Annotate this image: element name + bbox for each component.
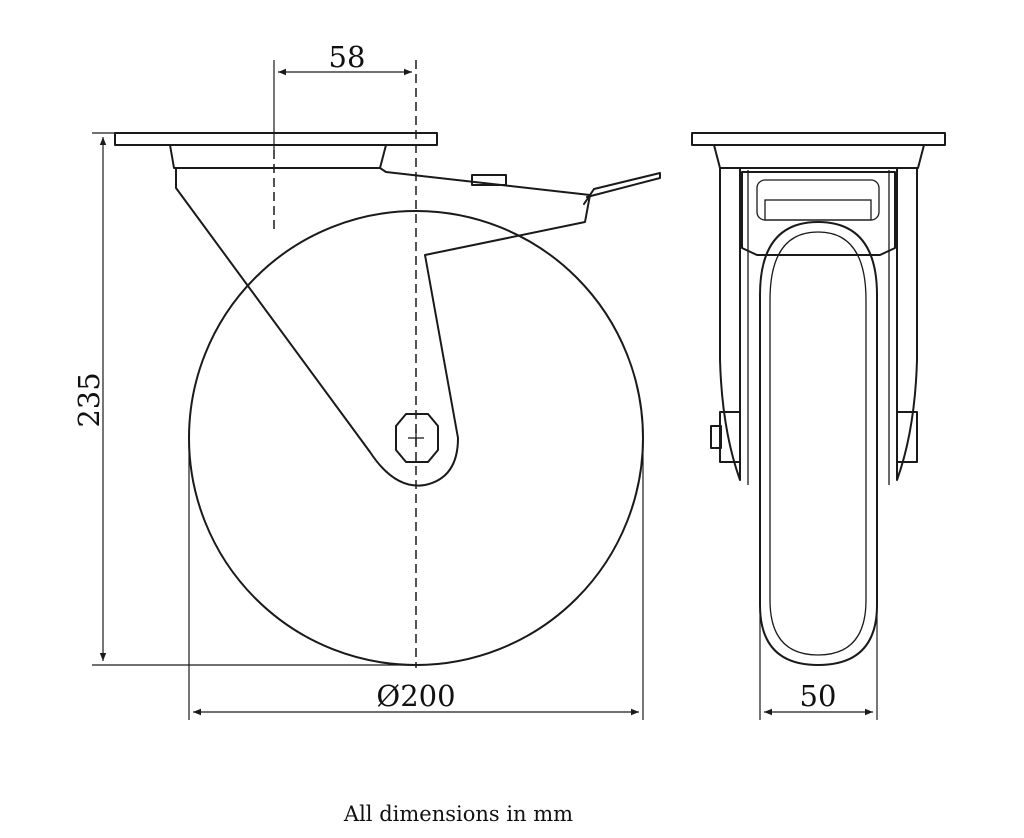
front-fork (719, 167, 918, 481)
front-brake (741, 171, 896, 256)
front-housing (713, 144, 925, 169)
diameter-label: Ø200 (376, 679, 455, 713)
front-axle-nut-left (719, 411, 741, 463)
swivel-housing (169, 144, 387, 169)
units-caption: All dimensions in mm (343, 802, 574, 826)
top-plate (114, 132, 438, 146)
dimension-height: 235 (72, 132, 416, 666)
side-view (114, 60, 661, 668)
dimension-offset: 58 (273, 40, 412, 150)
front-axle-nut-right (896, 411, 918, 463)
fork-leg (175, 167, 591, 487)
front-view (691, 132, 946, 666)
front-wheel (759, 221, 878, 666)
dimension-width: 50 (759, 600, 878, 720)
brake-pivot (471, 174, 507, 186)
height-label: 235 (72, 372, 106, 427)
front-top-plate (691, 132, 946, 146)
offset-label: 58 (329, 40, 366, 74)
dimension-diameter: Ø200 (188, 440, 644, 720)
width-label: 50 (800, 679, 837, 713)
brake-lever (583, 172, 661, 205)
axle-nut (395, 413, 439, 463)
